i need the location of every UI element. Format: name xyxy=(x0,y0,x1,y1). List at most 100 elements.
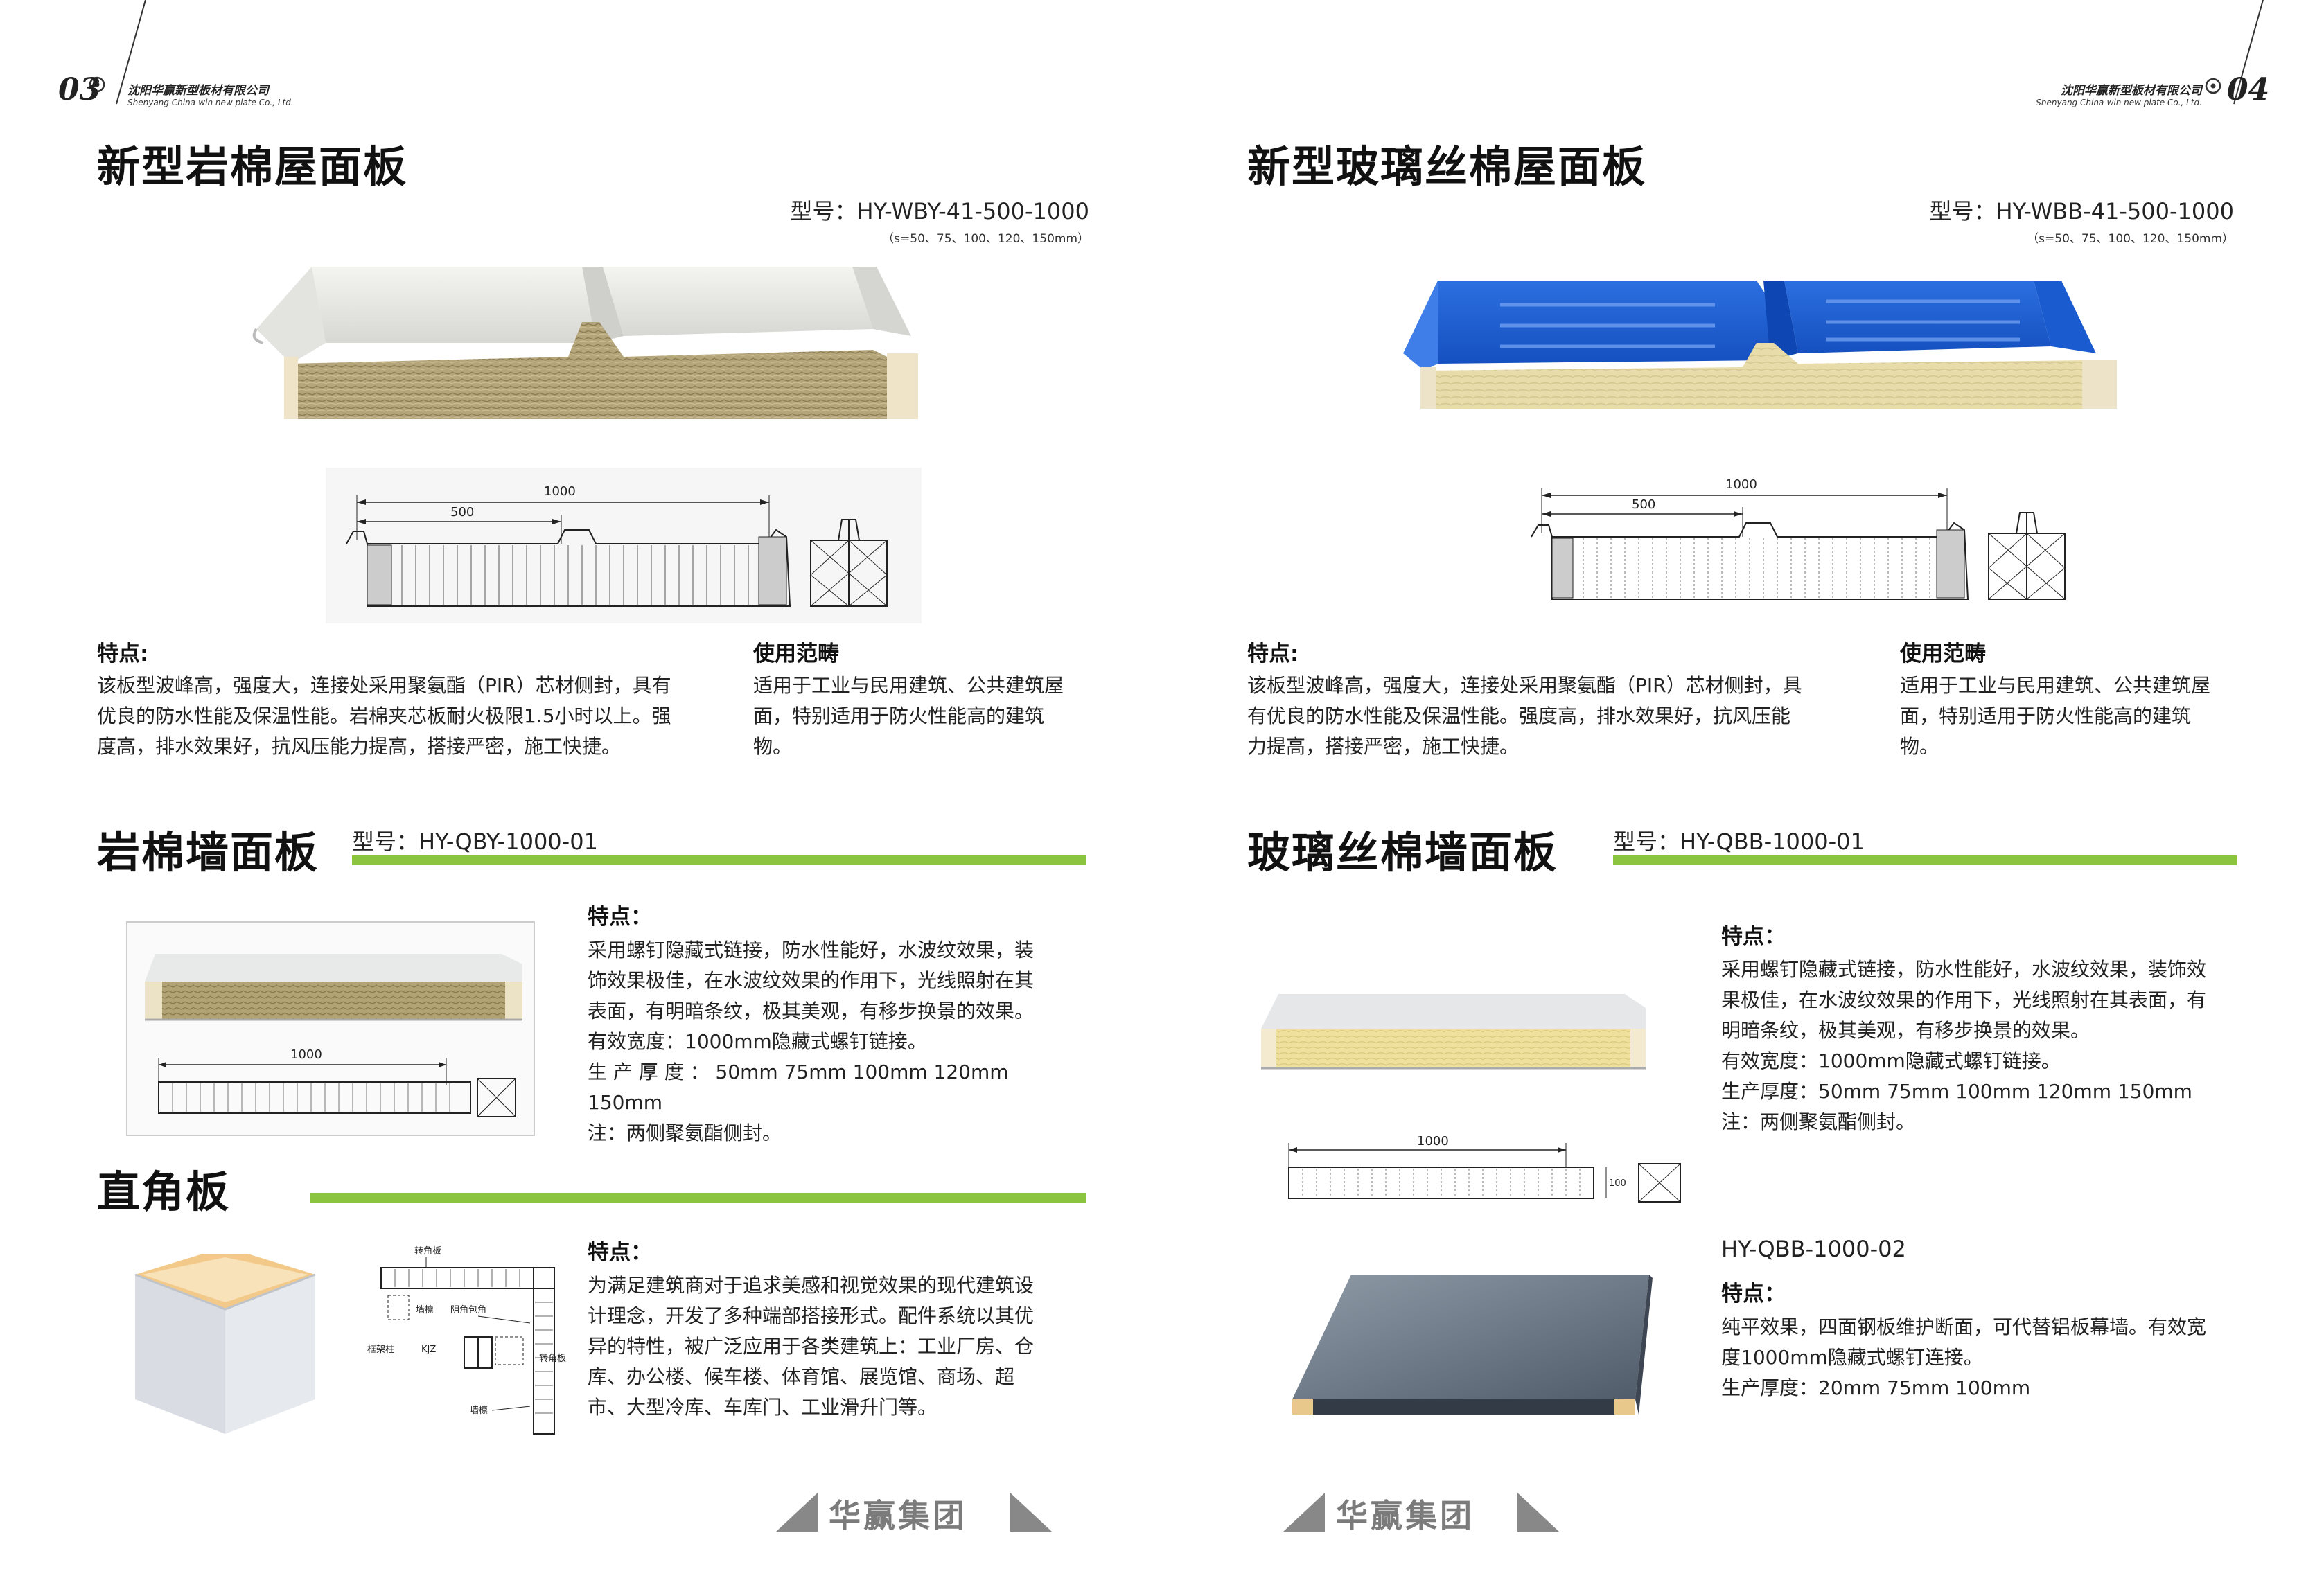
right-company: 沈阳华赢新型板材有限公司 Shenyang China-win new plat… xyxy=(2014,80,2202,107)
text-line: 异的特性，被广泛应用于各类建筑上：工业厂房、仓 xyxy=(588,1335,1035,1358)
rock-wool-roof-features-heading: 特点: xyxy=(97,641,149,666)
header-right-ornament xyxy=(2205,0,2264,105)
left-brand-arrow-right-icon xyxy=(1010,1493,1052,1532)
text-line: 生产厚度：20mm 75mm 100mm xyxy=(1721,1376,2031,1399)
text-line: 注：两侧聚氨酯侧封。 xyxy=(1721,1110,1916,1133)
glass-wool-roof-usage-heading: 使用范畴 xyxy=(1900,641,1986,666)
glass-wool-roof-panel-image xyxy=(1403,281,2117,409)
right-brand-arrow-left-icon xyxy=(1283,1493,1325,1532)
rock-wool-wall-features-text: 采用螺钉隐藏式链接，防水性能好，水波纹效果，装 饰效果极佳，在水波纹效果的作用下… xyxy=(588,935,1034,1149)
glass-wool-wall-features-heading: 特点： xyxy=(1721,924,1786,949)
header-left-ornament xyxy=(89,0,146,105)
text-line: 果极佳，在水波纹效果的作用下，光线照射在其表面，有 xyxy=(1721,988,2207,1011)
label-angle-wrap: 阴角包角 xyxy=(450,1305,486,1315)
corner-panel-drawing: 转角板 墙檩 阴角包角 框架柱 KJZ 转角板 墙檩 xyxy=(367,1246,566,1435)
corner-panel-title: 直角板 xyxy=(97,1167,231,1217)
text-line: 有优良的防水性能及保温性能。强度高，排水效果好，抗风压能 xyxy=(1247,704,1791,727)
text-line: 适用于工业与民用建筑、公共建筑屋 xyxy=(1900,674,2211,697)
glass-wool-wall-model: 型号：HY-QBB-1000-01 xyxy=(1613,828,1865,855)
rock-wool-roof-panel-image xyxy=(252,267,918,419)
right-brand-name: 华赢集团 xyxy=(1336,1497,1474,1534)
rock-wool-roof-usage-heading: 使用范畴 xyxy=(753,641,839,666)
glass-wool-wall-features-text: 采用螺钉隐藏式链接，防水性能好，水波纹效果，装饰效 果极佳，在水波纹效果的作用下… xyxy=(1721,955,2206,1137)
wall-dim-1000: 1000 xyxy=(290,1047,322,1062)
text-line: 适用于工业与民用建筑、公共建筑屋 xyxy=(753,674,1064,697)
company-name-en: Shenyang China-win new plate Co., Ltd. xyxy=(2036,98,2202,107)
label-wall: 墙檩 xyxy=(470,1406,488,1416)
text-line: 该板型波峰高，强度大，连接处采用聚氨酯（PIR）芯材侧封，具 xyxy=(1247,674,1802,697)
glass-wool-wall-title: 玻璃丝棉墙面板 xyxy=(1247,827,1558,878)
glass-wool-roof-drawing: 1000 500 xyxy=(1531,477,2066,600)
glass-wall-dim-100: 100 xyxy=(1609,1178,1626,1189)
rock-wool-wall-panel-image: 1000 xyxy=(145,954,522,1117)
text-line: 物。 xyxy=(1900,735,1939,758)
text-line: 生产厚度：50mm 75mm 100mm 120mm 150mm xyxy=(1721,1080,2192,1103)
roof-dim-1000: 1000 xyxy=(544,484,576,499)
label-frame-column: 框架柱 xyxy=(367,1345,394,1355)
left-brand-name: 华赢集团 xyxy=(829,1497,967,1534)
glass-wall-dim-1000: 1000 xyxy=(1417,1136,1449,1149)
rock-wool-roof-drawing: 1000 500 xyxy=(326,468,922,623)
text-line: 纯平效果，四面钢板维护断面，可代替铝板幕墙。有效宽 xyxy=(1721,1315,2207,1338)
roof-dim-500: 500 xyxy=(450,505,474,520)
rock-wool-wall-image-frame: 1000 xyxy=(126,921,535,1136)
rock-wool-wall-title: 岩棉墙面板 xyxy=(97,827,319,878)
text-line: 面，特别适用于防火性能高的建筑 xyxy=(1900,704,2192,727)
text-line: 计理念，开发了多种端部搭接形式。配件系统以其优 xyxy=(588,1304,1035,1327)
text-line: 采用螺钉隐藏式链接，防水性能好，水波纹效果，装饰效 xyxy=(1721,958,2207,981)
text-line: 生 产 厚 度 ： 50mm 75mm 100mm 120mm xyxy=(588,1061,1009,1083)
flat-panel-image xyxy=(1292,1275,1653,1415)
text-line: 库、办公楼、候车楼、体育馆、展览馆、商场、超 xyxy=(588,1365,1015,1388)
corner-panel-features-heading: 特点： xyxy=(588,1240,652,1265)
text-line: 150mm xyxy=(588,1091,662,1114)
glass-wool-roof-model: 型号：HY-WBB-41-500-1000 xyxy=(1929,198,2235,224)
rock-wool-roof-model: 型号：HY-WBY-41-500-1000 xyxy=(790,198,1089,224)
text-line: 该板型波峰高，强度大，连接处采用聚氨酯（PIR）芯材侧封，具有 xyxy=(97,674,671,697)
glass-wool-roof-title: 新型玻璃丝棉屋面板 xyxy=(1247,141,1647,192)
corner-panel-divider xyxy=(310,1193,1086,1203)
glass-wool-roof-features-heading: 特点: xyxy=(1247,641,1299,666)
glass-wool-roof-features-text: 该板型波峰高，强度大，连接处采用聚氨酯（PIR）芯材侧封，具 有优良的防水性能及… xyxy=(1247,671,1802,762)
rock-wool-roof-title: 新型岩棉屋面板 xyxy=(97,141,408,192)
rock-wool-wall-divider xyxy=(352,855,1086,865)
glass-wool-wall-drawing: 1000 100 xyxy=(1288,1136,1681,1203)
corner-panel-image xyxy=(135,1254,316,1434)
text-line: 采用螺钉隐藏式链接，防水性能好，水波纹效果，装 xyxy=(588,939,1035,961)
company-name-cn: 沈阳华赢新型板材有限公司 xyxy=(2061,84,2202,98)
text-line: 优良的防水性能及保温性能。岩棉夹芯板耐火极限1.5小时以上。强 xyxy=(97,704,671,727)
glass-roof-dim-1000: 1000 xyxy=(1725,477,1757,492)
text-line: 为满足建筑商对于追求美感和视觉效果的现代建筑设 xyxy=(588,1274,1035,1297)
company-name-en: Shenyang China-win new plate Co., Ltd. xyxy=(127,98,294,107)
label-wall-beam: 墙檩 xyxy=(416,1305,434,1315)
rock-wool-roof-features-text: 该板型波峰高，强度大，连接处采用聚氨酯（PIR）芯材侧封，具有 优良的防水性能及… xyxy=(97,671,671,762)
left-company: 沈阳华赢新型板材有限公司 Shenyang China-win new plat… xyxy=(127,80,294,107)
text-line: 饰效果极佳，在水波纹效果的作用下，光线照射在其 xyxy=(588,969,1035,992)
text-line: 度高，排水效果好，抗风压能力提高，搭接严密，施工快捷。 xyxy=(97,735,622,758)
glass-roof-dim-500: 500 xyxy=(1632,497,1655,512)
rock-wool-wall-features-heading: 特点： xyxy=(588,905,652,930)
text-line: 明暗条纹，极其美观，有移步换景的效果。 xyxy=(1721,1019,2090,1042)
rock-wool-wall-model: 型号：HY-QBY-1000-01 xyxy=(352,828,598,855)
rock-wool-roof-usage-text: 适用于工业与民用建筑、公共建筑屋 面，特别适用于防火性能高的建筑 物。 xyxy=(753,671,1064,762)
text-line: 表面，有明暗条纹，极其美观，有移步换景的效果。 xyxy=(588,1000,1035,1022)
flat-panel-features-text: 纯平效果，四面钢板维护断面，可代替铝板幕墙。有效宽 度1000mm隐藏式螺钉连接… xyxy=(1721,1312,2206,1403)
text-line: 注：两侧聚氨酯侧封。 xyxy=(588,1121,782,1144)
text-line: 有效宽度：1000mm隐藏式螺钉链接。 xyxy=(588,1030,927,1053)
glass-wool-wall-divider xyxy=(1613,855,2237,865)
text-line: 市、大型冷库、车库门、工业滑升门等。 xyxy=(588,1396,937,1419)
label-corner-side: 转角板 xyxy=(539,1354,566,1364)
text-line: 有效宽度：1000mm隐藏式螺钉链接。 xyxy=(1721,1049,2061,1072)
flat-panel-features-heading: 特点： xyxy=(1721,1282,1786,1306)
rock-wool-roof-model-sub: （s=50、75、100、120、150mm） xyxy=(882,232,1089,246)
label-kjz: KJZ xyxy=(421,1345,436,1355)
flat-panel-model: HY-QBB-1000-02 xyxy=(1721,1236,1906,1262)
corner-panel-features-text: 为满足建筑商对于追求美感和视觉效果的现代建筑设 计理念，开发了多种端部搭接形式。… xyxy=(588,1270,1034,1423)
text-line: 度1000mm隐藏式螺钉连接。 xyxy=(1721,1346,1983,1369)
text-line: 力提高，搭接严密，施工快捷。 xyxy=(1247,735,1520,758)
glass-wool-roof-model-sub: （s=50、75、100、120、150mm） xyxy=(2027,232,2234,246)
glass-wool-roof-usage-text: 适用于工业与民用建筑、公共建筑屋 面，特别适用于防火性能高的建筑 物。 xyxy=(1900,671,2210,762)
right-brand-arrow-right-icon xyxy=(1517,1493,1559,1532)
glass-wool-wall-panel-image xyxy=(1261,994,1646,1070)
company-name-cn: 沈阳华赢新型板材有限公司 xyxy=(127,84,269,98)
text-line: 面，特别适用于防火性能高的建筑 xyxy=(753,704,1045,727)
